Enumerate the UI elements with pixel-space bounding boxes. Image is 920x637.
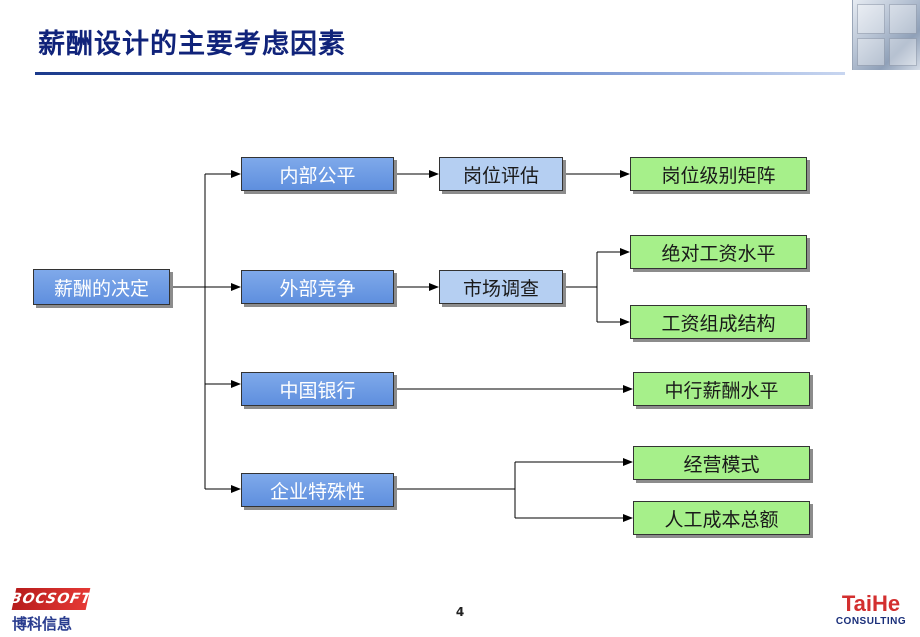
bocsoft-logo-name: 博科信息 bbox=[12, 615, 73, 633]
root-node: 薪酬的决定 bbox=[33, 269, 170, 305]
method-node-market-survey: 市场调查 bbox=[439, 270, 563, 304]
taihe-logo: TaiHe CONSULTING bbox=[826, 592, 916, 634]
page-number: 4 bbox=[455, 605, 465, 619]
outcome-node-pay-structure: 工资组成结构 bbox=[630, 305, 807, 339]
taihe-logo-sub: CONSULTING bbox=[835, 616, 907, 627]
bocsoft-logo-badge: BOCSOFT bbox=[9, 588, 93, 610]
page-title: 薪酬设计的主要考虑因素 bbox=[38, 29, 346, 60]
method-node-job-evaluation: 岗位评估 bbox=[439, 157, 563, 191]
outcome-node-boc-pay-level: 中行薪酬水平 bbox=[633, 372, 810, 406]
outcome-node-job-grade-matrix: 岗位级别矩阵 bbox=[630, 157, 807, 191]
title-underline bbox=[35, 72, 845, 75]
factor-node-company-specific: 企业特殊性 bbox=[241, 473, 394, 507]
corner-decorative-image bbox=[852, 0, 920, 70]
factor-node-bank-of-china: 中国银行 bbox=[241, 372, 394, 406]
factor-node-internal-equity: 内部公平 bbox=[241, 157, 394, 191]
factor-node-external-competition: 外部竞争 bbox=[241, 270, 394, 304]
outcome-node-total-labor-cost: 人工成本总额 bbox=[633, 501, 810, 535]
bocsoft-logo: BOCSOFT 博科信息 bbox=[8, 588, 93, 634]
taihe-logo-name: TaiHe bbox=[841, 591, 901, 616]
outcome-node-absolute-pay-level: 绝对工资水平 bbox=[630, 235, 807, 269]
outcome-node-business-model: 经营模式 bbox=[633, 446, 810, 480]
